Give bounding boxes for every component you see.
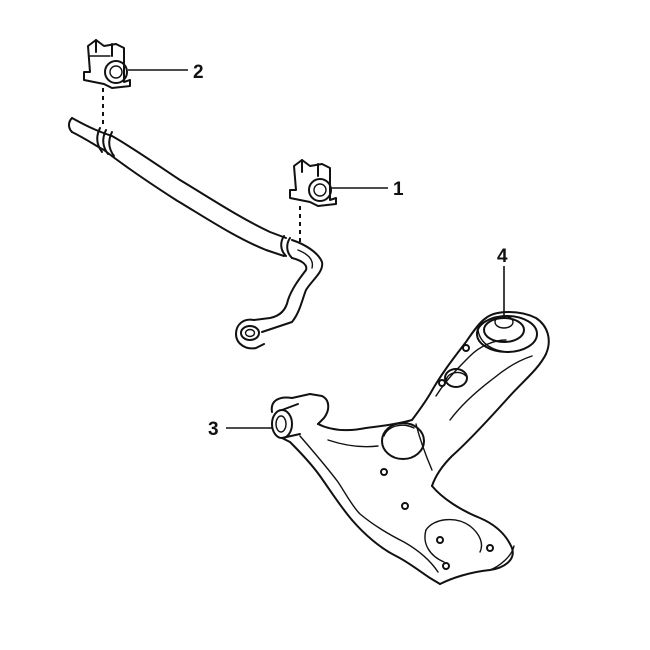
callout-label-2: 2 <box>193 62 204 83</box>
callout-label-4: 4 <box>497 246 508 267</box>
callout-label-3: 3 <box>208 419 219 440</box>
lower-control-arm <box>270 311 550 585</box>
callout-4: 4 <box>497 246 508 318</box>
stabilizer-bar <box>68 117 324 350</box>
stabilizer-bushing-left <box>83 39 131 89</box>
callout-label-1: 1 <box>393 179 404 200</box>
stabilizer-bushing-right <box>289 159 337 207</box>
callout-1: 1 <box>330 179 404 200</box>
callout-3: 3 <box>208 419 272 440</box>
callout-2: 2 <box>128 62 204 83</box>
